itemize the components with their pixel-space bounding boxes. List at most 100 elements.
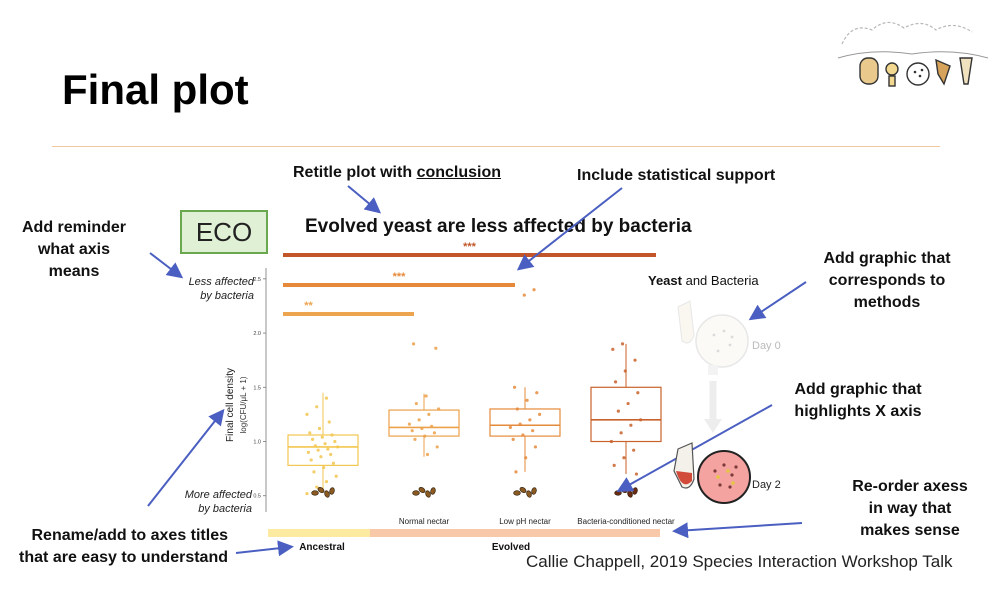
data-point bbox=[613, 380, 618, 384]
data-point bbox=[323, 442, 327, 446]
y-axis-subtitle: log(CFU/μL + 1) bbox=[239, 376, 248, 433]
data-point bbox=[620, 342, 625, 346]
yeast-icon bbox=[412, 486, 436, 498]
data-point bbox=[423, 434, 427, 438]
y-tick-label: 1.0 bbox=[253, 440, 261, 446]
yeast-cell bbox=[519, 486, 527, 494]
data-point bbox=[315, 405, 319, 409]
annotation-reorder-line: Re-order axess bbox=[852, 478, 968, 495]
annotation-arrow bbox=[147, 408, 225, 507]
annotation-graphic-x: Add graphic that highlights X axis bbox=[783, 379, 933, 423]
data-point bbox=[522, 293, 526, 297]
significance-label: *** bbox=[463, 241, 477, 253]
box-iqr bbox=[590, 386, 662, 443]
data-point bbox=[407, 422, 411, 426]
box-group bbox=[590, 342, 662, 498]
data-point bbox=[622, 456, 626, 460]
x-category-label: Low pH nectar bbox=[499, 517, 551, 526]
data-point bbox=[514, 470, 518, 474]
y-bottom-note: More affected by bacteria bbox=[148, 488, 252, 516]
annotation-reorder-line: in way that bbox=[868, 500, 952, 517]
data-point bbox=[535, 391, 539, 395]
y-tick-label: 2.5 bbox=[253, 277, 261, 283]
data-point bbox=[512, 385, 517, 389]
data-point bbox=[410, 429, 414, 433]
data-point bbox=[525, 398, 529, 402]
data-point bbox=[524, 456, 528, 460]
data-point bbox=[334, 474, 338, 478]
data-point bbox=[508, 425, 512, 430]
yeast-cell bbox=[311, 490, 319, 496]
data-point bbox=[437, 407, 441, 411]
yeast-cell bbox=[430, 487, 436, 495]
eco-label-box: ECO bbox=[180, 210, 268, 254]
box-group bbox=[287, 392, 359, 498]
annotation-rename: Rename/add to axes titles that are easy … bbox=[0, 525, 228, 569]
graphic-title: Yeast and Bacteria bbox=[648, 272, 759, 290]
y-bottom-note-line: More affected bbox=[184, 489, 252, 501]
data-point bbox=[315, 485, 319, 489]
x-category-label: Normal nectar bbox=[399, 517, 450, 526]
data-point bbox=[518, 422, 522, 426]
yeast-icon bbox=[614, 486, 638, 498]
data-point bbox=[305, 412, 309, 416]
data-point bbox=[531, 429, 535, 433]
data-point bbox=[623, 369, 627, 373]
annotation-graphic-methods-line: Add graphic that bbox=[823, 250, 951, 267]
data-point bbox=[515, 407, 519, 411]
data-point bbox=[632, 448, 636, 452]
yeast-cell bbox=[513, 490, 521, 496]
data-point bbox=[611, 347, 615, 351]
y-tick-label: 1.5 bbox=[253, 385, 261, 391]
data-point bbox=[326, 447, 330, 451]
data-point bbox=[424, 394, 428, 398]
data-point bbox=[310, 437, 315, 441]
annotation-reorder-line: makes sense bbox=[860, 522, 960, 539]
data-point bbox=[309, 458, 313, 462]
annotation-reminder-line: means bbox=[48, 263, 100, 280]
data-point bbox=[521, 433, 525, 437]
yeast-cell bbox=[632, 487, 638, 495]
day0-label: Day 0 bbox=[752, 340, 781, 352]
data-point bbox=[528, 418, 532, 422]
yeast-cell bbox=[329, 487, 335, 495]
graphic-title-bold: Yeast bbox=[648, 273, 682, 288]
day2-label: Day 2 bbox=[752, 479, 781, 491]
data-point bbox=[619, 431, 623, 435]
annotation-reminder: Add reminder what axis means bbox=[12, 217, 136, 283]
bio-logo bbox=[832, 14, 992, 99]
data-point bbox=[331, 461, 336, 465]
evolved-group-bar bbox=[370, 529, 660, 537]
data-point bbox=[629, 423, 633, 427]
data-point bbox=[427, 412, 431, 416]
yeast-icon bbox=[311, 486, 335, 498]
data-point bbox=[511, 437, 515, 441]
annotation-retitle-text: Retitle plot with bbox=[293, 164, 413, 181]
data-point bbox=[639, 418, 643, 422]
data-point bbox=[330, 433, 334, 437]
significance-label: ** bbox=[304, 300, 313, 312]
data-point bbox=[532, 288, 536, 292]
data-point bbox=[533, 445, 538, 449]
y-axis-title: Final cell density bbox=[225, 368, 236, 442]
data-point bbox=[425, 452, 430, 457]
annotation-retitle: Retitle plot with conclusion bbox=[293, 162, 501, 184]
y-tick-label: 0.5 bbox=[253, 494, 261, 500]
data-point bbox=[434, 346, 438, 350]
methods-graphic bbox=[673, 300, 751, 504]
data-point bbox=[414, 401, 418, 406]
data-point bbox=[316, 448, 320, 452]
annotation-rename-line: that are easy to understand bbox=[19, 549, 228, 566]
data-point bbox=[324, 480, 329, 484]
data-point bbox=[322, 465, 326, 470]
box-iqr bbox=[287, 434, 359, 466]
data-point bbox=[417, 418, 421, 422]
data-point bbox=[320, 435, 324, 439]
credit-line: Callie Chappell, 2019 Species Interactio… bbox=[526, 552, 953, 571]
annotation-arrow bbox=[235, 540, 294, 557]
annotation-retitle-emphasis: conclusion bbox=[416, 164, 502, 181]
y-bottom-note-line: by bacteria bbox=[198, 503, 252, 515]
day2-graphic bbox=[673, 442, 751, 504]
annotation-reminder-line: Add reminder bbox=[21, 219, 126, 236]
data-point bbox=[612, 463, 616, 467]
